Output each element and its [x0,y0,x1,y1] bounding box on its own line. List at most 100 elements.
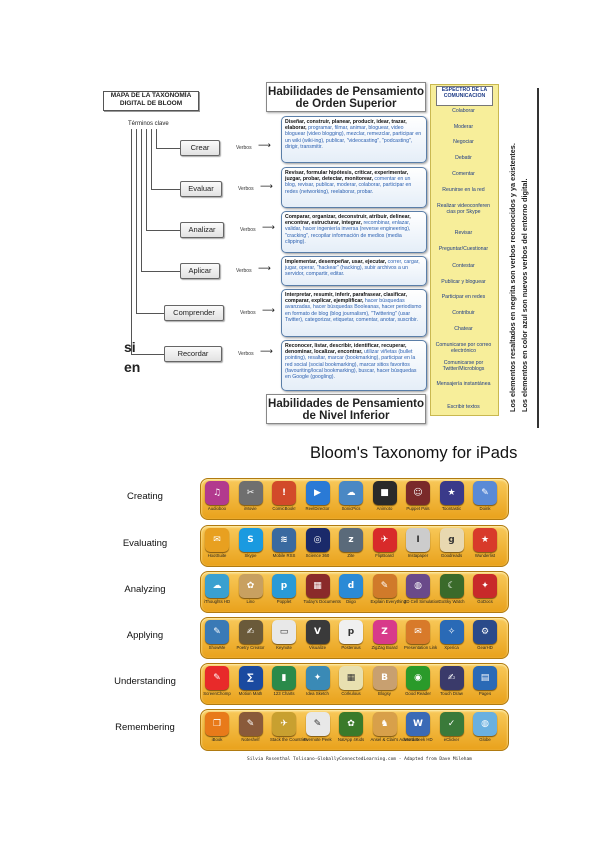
app-icon[interactable]: ✈ [372,528,397,552]
app-icon[interactable]: ✎ [473,481,497,505]
app-tile[interactable]: ▦Corkulous [337,666,365,696]
app-icon[interactable]: ✎ [238,712,263,736]
app-icon[interactable]: W [406,712,430,736]
app-icon[interactable]: ◉ [406,666,430,690]
app-icon[interactable]: ✧ [439,620,464,644]
app-tile[interactable]: ✿NatApp 4Kids [337,712,365,742]
app-icon[interactable]: ⚙ [473,620,497,644]
app-tile[interactable]: ✉HootSuite [203,528,231,558]
app-icon[interactable]: ★ [473,528,497,552]
app-tile[interactable]: ◎Science 360 [304,528,332,558]
app-icon[interactable]: ▶ [305,481,330,505]
app-tile[interactable]: ✧Xperica [438,620,466,650]
app-tile[interactable]: ✈Stack the Countries [270,712,308,742]
app-tile[interactable]: ★Wunderlist [471,528,499,558]
app-tile[interactable]: ▮123 Charts [270,666,298,696]
app-tile[interactable]: ✓eClicker [438,712,466,742]
app-icon[interactable]: ✿ [339,712,363,736]
app-tile[interactable]: ◍Globe [471,712,499,742]
app-icon[interactable]: ▮ [272,666,296,690]
app-icon[interactable]: ✎ [205,620,229,644]
app-tile[interactable]: ✎Doink [471,481,499,511]
app-icon[interactable]: ✈ [272,712,296,736]
app-tile[interactable]: ≋Mobile RSS [270,528,298,558]
app-icon[interactable]: ! [272,481,296,505]
app-icon[interactable]: ✉ [205,528,229,552]
app-tile[interactable]: ☾GoSky Watch [438,574,466,604]
app-tile[interactable]: ■Animoto [371,481,399,511]
app-icon[interactable]: ✂ [238,481,263,505]
app-tile[interactable]: !ComicBook! [270,481,298,511]
app-icon[interactable]: ☁ [205,574,229,598]
app-icon[interactable]: ✎ [305,712,330,736]
app-tile[interactable]: ▤Pages [471,666,499,696]
app-tile[interactable]: ✎ShowMe [203,620,231,650]
app-tile[interactable]: ✎Noteshelf [237,712,265,742]
app-icon[interactable]: Z [372,620,397,644]
app-tile[interactable]: ✦Idea Sketch [304,666,332,696]
app-tile[interactable]: ✍Poetry Creator [237,620,265,650]
app-icon[interactable]: g [439,528,464,552]
app-icon[interactable]: ☾ [439,574,464,598]
app-icon[interactable]: ✎ [372,574,397,598]
app-tile[interactable]: ✎Evernote Peek [304,712,332,742]
app-icon[interactable]: ☁ [339,481,363,505]
app-icon[interactable]: z [339,528,363,552]
app-icon[interactable]: ≋ [272,528,296,552]
app-icon[interactable]: ☺ [406,481,430,505]
app-icon[interactable]: ♫ [205,481,229,505]
app-icon[interactable]: ✎ [205,666,229,690]
app-icon[interactable]: V [305,620,330,644]
app-icon[interactable]: ◎ [305,528,330,552]
app-tile[interactable]: ✉Presentation Link [404,620,437,650]
app-tile[interactable]: ⚙GearHD [471,620,499,650]
app-tile[interactable]: ✂iMovie [237,481,265,511]
app-tile[interactable]: ☁SonicPics [337,481,365,511]
app-icon[interactable]: ▦ [305,574,330,598]
app-icon[interactable]: ✉ [406,620,430,644]
app-icon[interactable]: ✓ [439,712,464,736]
app-icon[interactable]: p [272,574,296,598]
app-icon[interactable]: p [339,620,363,644]
app-tile[interactable]: ✦GoDocs [471,574,499,604]
app-tile[interactable]: ▶ReelDirector [304,481,332,511]
app-icon[interactable]: ✦ [305,666,330,690]
app-tile[interactable]: ♫Audioboo [203,481,231,511]
app-tile[interactable]: ☺Puppet Pals [404,481,432,511]
app-tile[interactable]: ◉Good Reader [404,666,432,696]
app-tile[interactable]: ☁iThoughts HD [203,574,231,604]
app-tile[interactable]: ♞Ansel & Clair's Adventure [371,712,419,742]
app-icon[interactable]: ♞ [372,712,397,736]
app-icon[interactable]: ▭ [272,620,296,644]
app-icon[interactable]: ■ [372,481,397,505]
app-icon[interactable]: ◍ [473,712,497,736]
app-tile[interactable]: ✎Explain Everything [371,574,406,604]
app-icon[interactable]: ✦ [473,574,497,598]
app-icon[interactable]: I [406,528,430,552]
app-tile[interactable]: ◍3D Cell Simulation [404,574,439,604]
app-tile[interactable]: ✍Touch Draw [438,666,466,696]
app-tile[interactable]: ❐iBook [203,712,231,742]
app-icon[interactable]: ✍ [439,666,464,690]
app-tile[interactable]: ✿Lino [237,574,265,604]
app-icon[interactable]: ∑ [238,666,263,690]
app-icon[interactable]: ✿ [238,574,263,598]
app-icon[interactable]: S [238,528,263,552]
app-tile[interactable]: ✈FlipBoard [371,528,399,558]
app-icon[interactable]: d [339,574,363,598]
app-tile[interactable]: ∑Motion Math [237,666,265,696]
app-icon[interactable]: ◍ [406,574,430,598]
app-tile[interactable]: ★Toontastic [438,481,466,511]
app-icon[interactable]: ▤ [473,666,497,690]
